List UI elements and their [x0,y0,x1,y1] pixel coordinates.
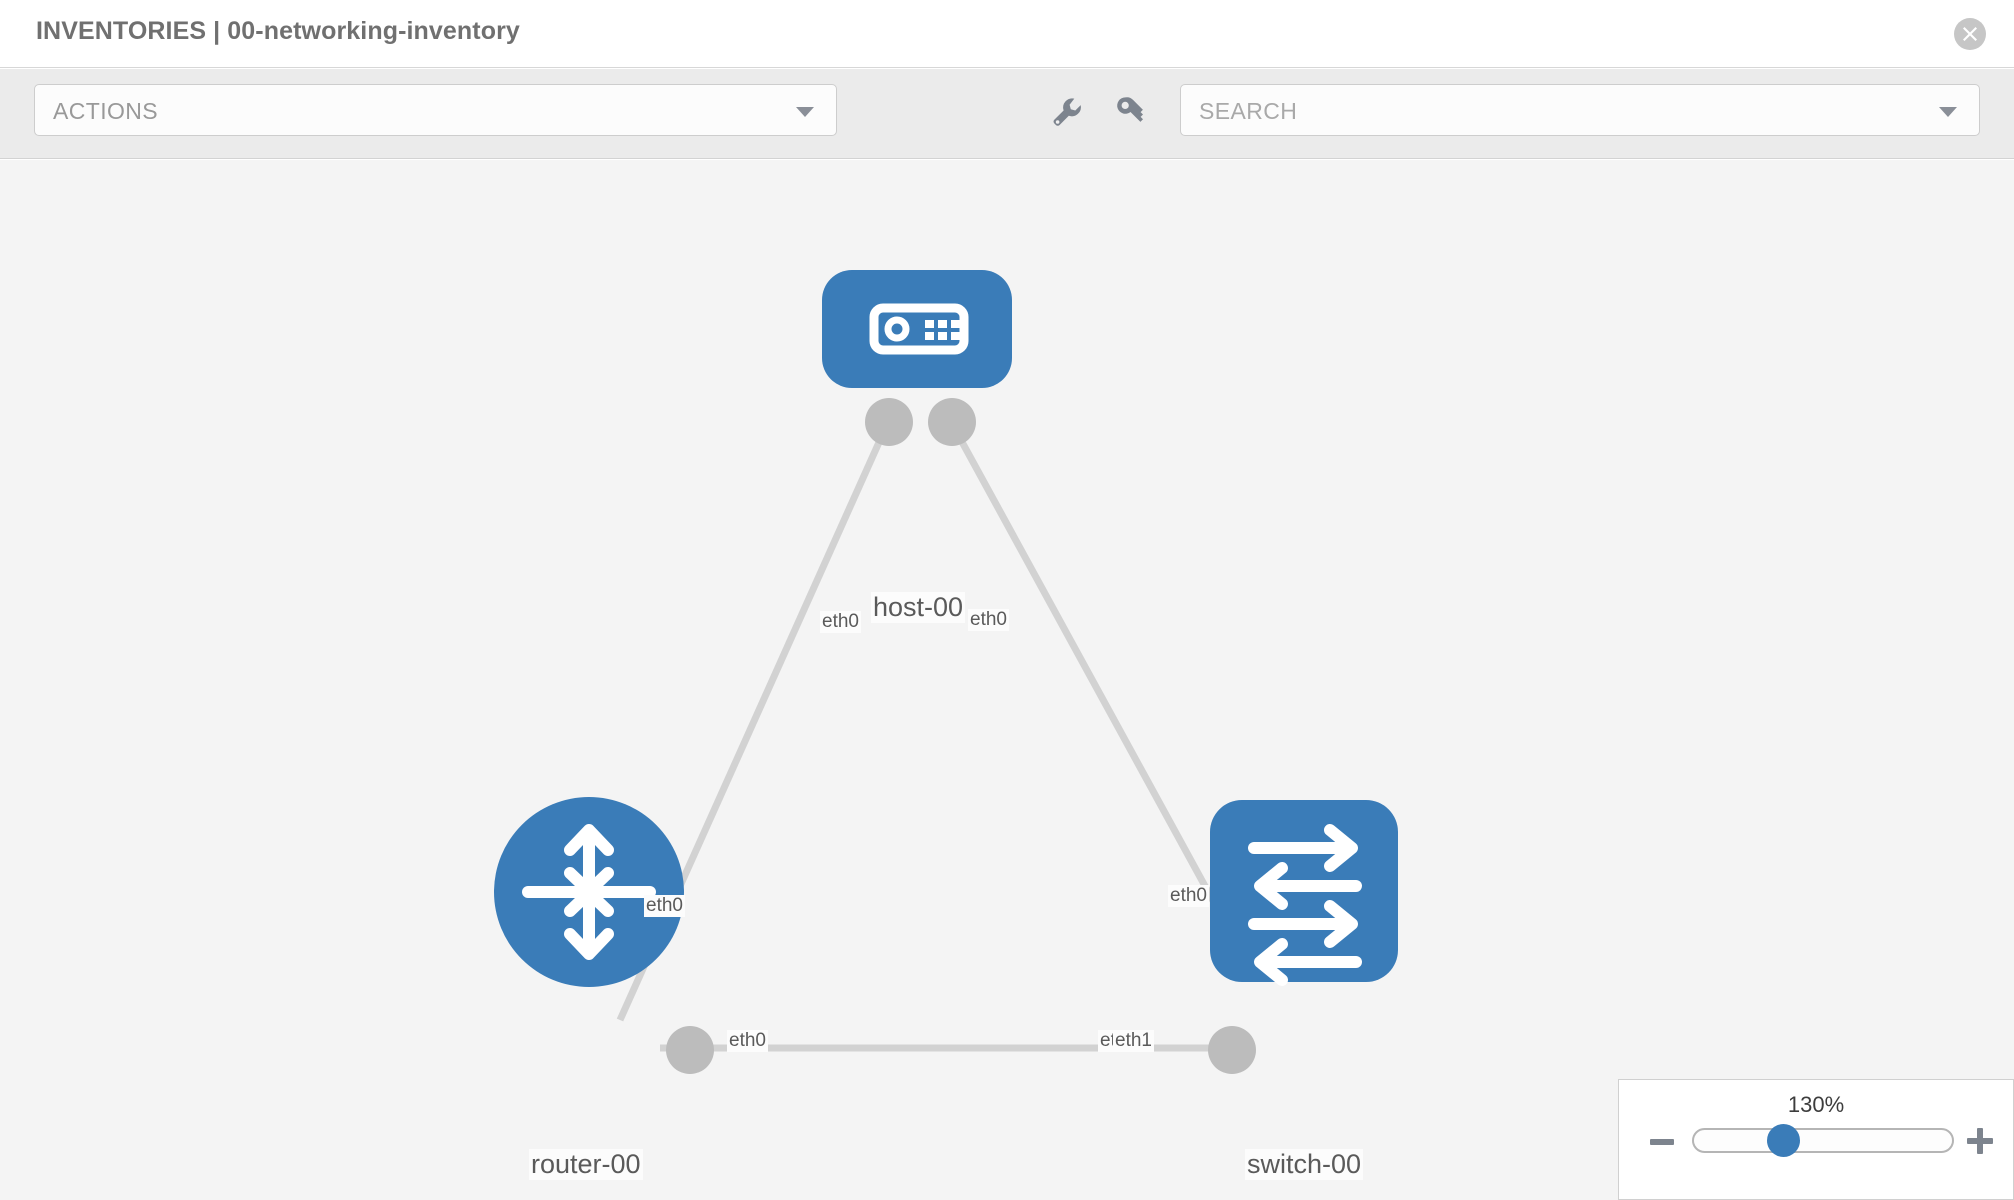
title-bar: INVENTORIES | 00-networking-inventory [0,0,2014,68]
switch-arrows-icon [1248,824,1362,986]
node-label-router-00: router-00 [529,1149,643,1181]
search-placeholder: SEARCH [1199,98,1298,124]
interface-label-host-right: eth0 [968,609,1009,631]
close-icon[interactable] [1954,18,1986,50]
node-label-host-00: host-00 [871,592,966,624]
node-router-00[interactable] [494,797,684,987]
zoom-in-button[interactable] [1967,1128,1993,1154]
wrench-icon-glyph [1053,98,1081,126]
zoom-control-panel: 130% [1618,1079,2014,1200]
search-input[interactable]: SEARCH [1180,84,1980,136]
page-title: INVENTORIES | 00-networking-inventory [36,17,520,45]
wrench-icon[interactable] [1047,92,1085,130]
node-host-00[interactable] [822,270,1012,388]
link-host-switch[interactable] [946,418,1244,952]
interface-label-host-left: eth0 [820,611,861,633]
interface-nub-router-right[interactable] [666,1026,714,1074]
close-icon-glyph [1963,27,1977,41]
actions-dropdown-label: ACTIONS [53,98,159,124]
key-icon[interactable] [1112,92,1150,130]
topology-canvas[interactable]: host-00 router-00 switch-00 eth0 eth0 et… [0,160,2014,1200]
interface-nub-host-left[interactable] [865,398,913,446]
zoom-slider-thumb[interactable] [1767,1124,1800,1157]
zoom-level-value: 130% [1787,1092,1845,1117]
server-appliance-icon [869,303,969,355]
interface-label-switch-left-front: eth1 [1113,1030,1154,1052]
node-switch-00[interactable] [1210,800,1398,986]
interface-nub-switch-left[interactable] [1208,1026,1256,1074]
zoom-out-button[interactable] [1650,1139,1674,1145]
interface-label-router-right: eth0 [727,1030,768,1052]
interface-nub-host-right[interactable] [928,398,976,446]
node-label-switch-00: switch-00 [1245,1149,1364,1181]
zoom-slider-track[interactable] [1692,1128,1954,1153]
key-icon-glyph [1117,97,1143,122]
interface-label-switch-upper: eth0 [1168,885,1209,907]
topology-graph [494,270,1398,1074]
chevron-down-icon [796,107,814,117]
interface-label-router-upper: eth0 [644,895,685,917]
chevron-down-icon[interactable] [1939,107,1957,117]
actions-dropdown[interactable]: ACTIONS [34,84,837,136]
router-four-arrows-icon [522,824,656,960]
